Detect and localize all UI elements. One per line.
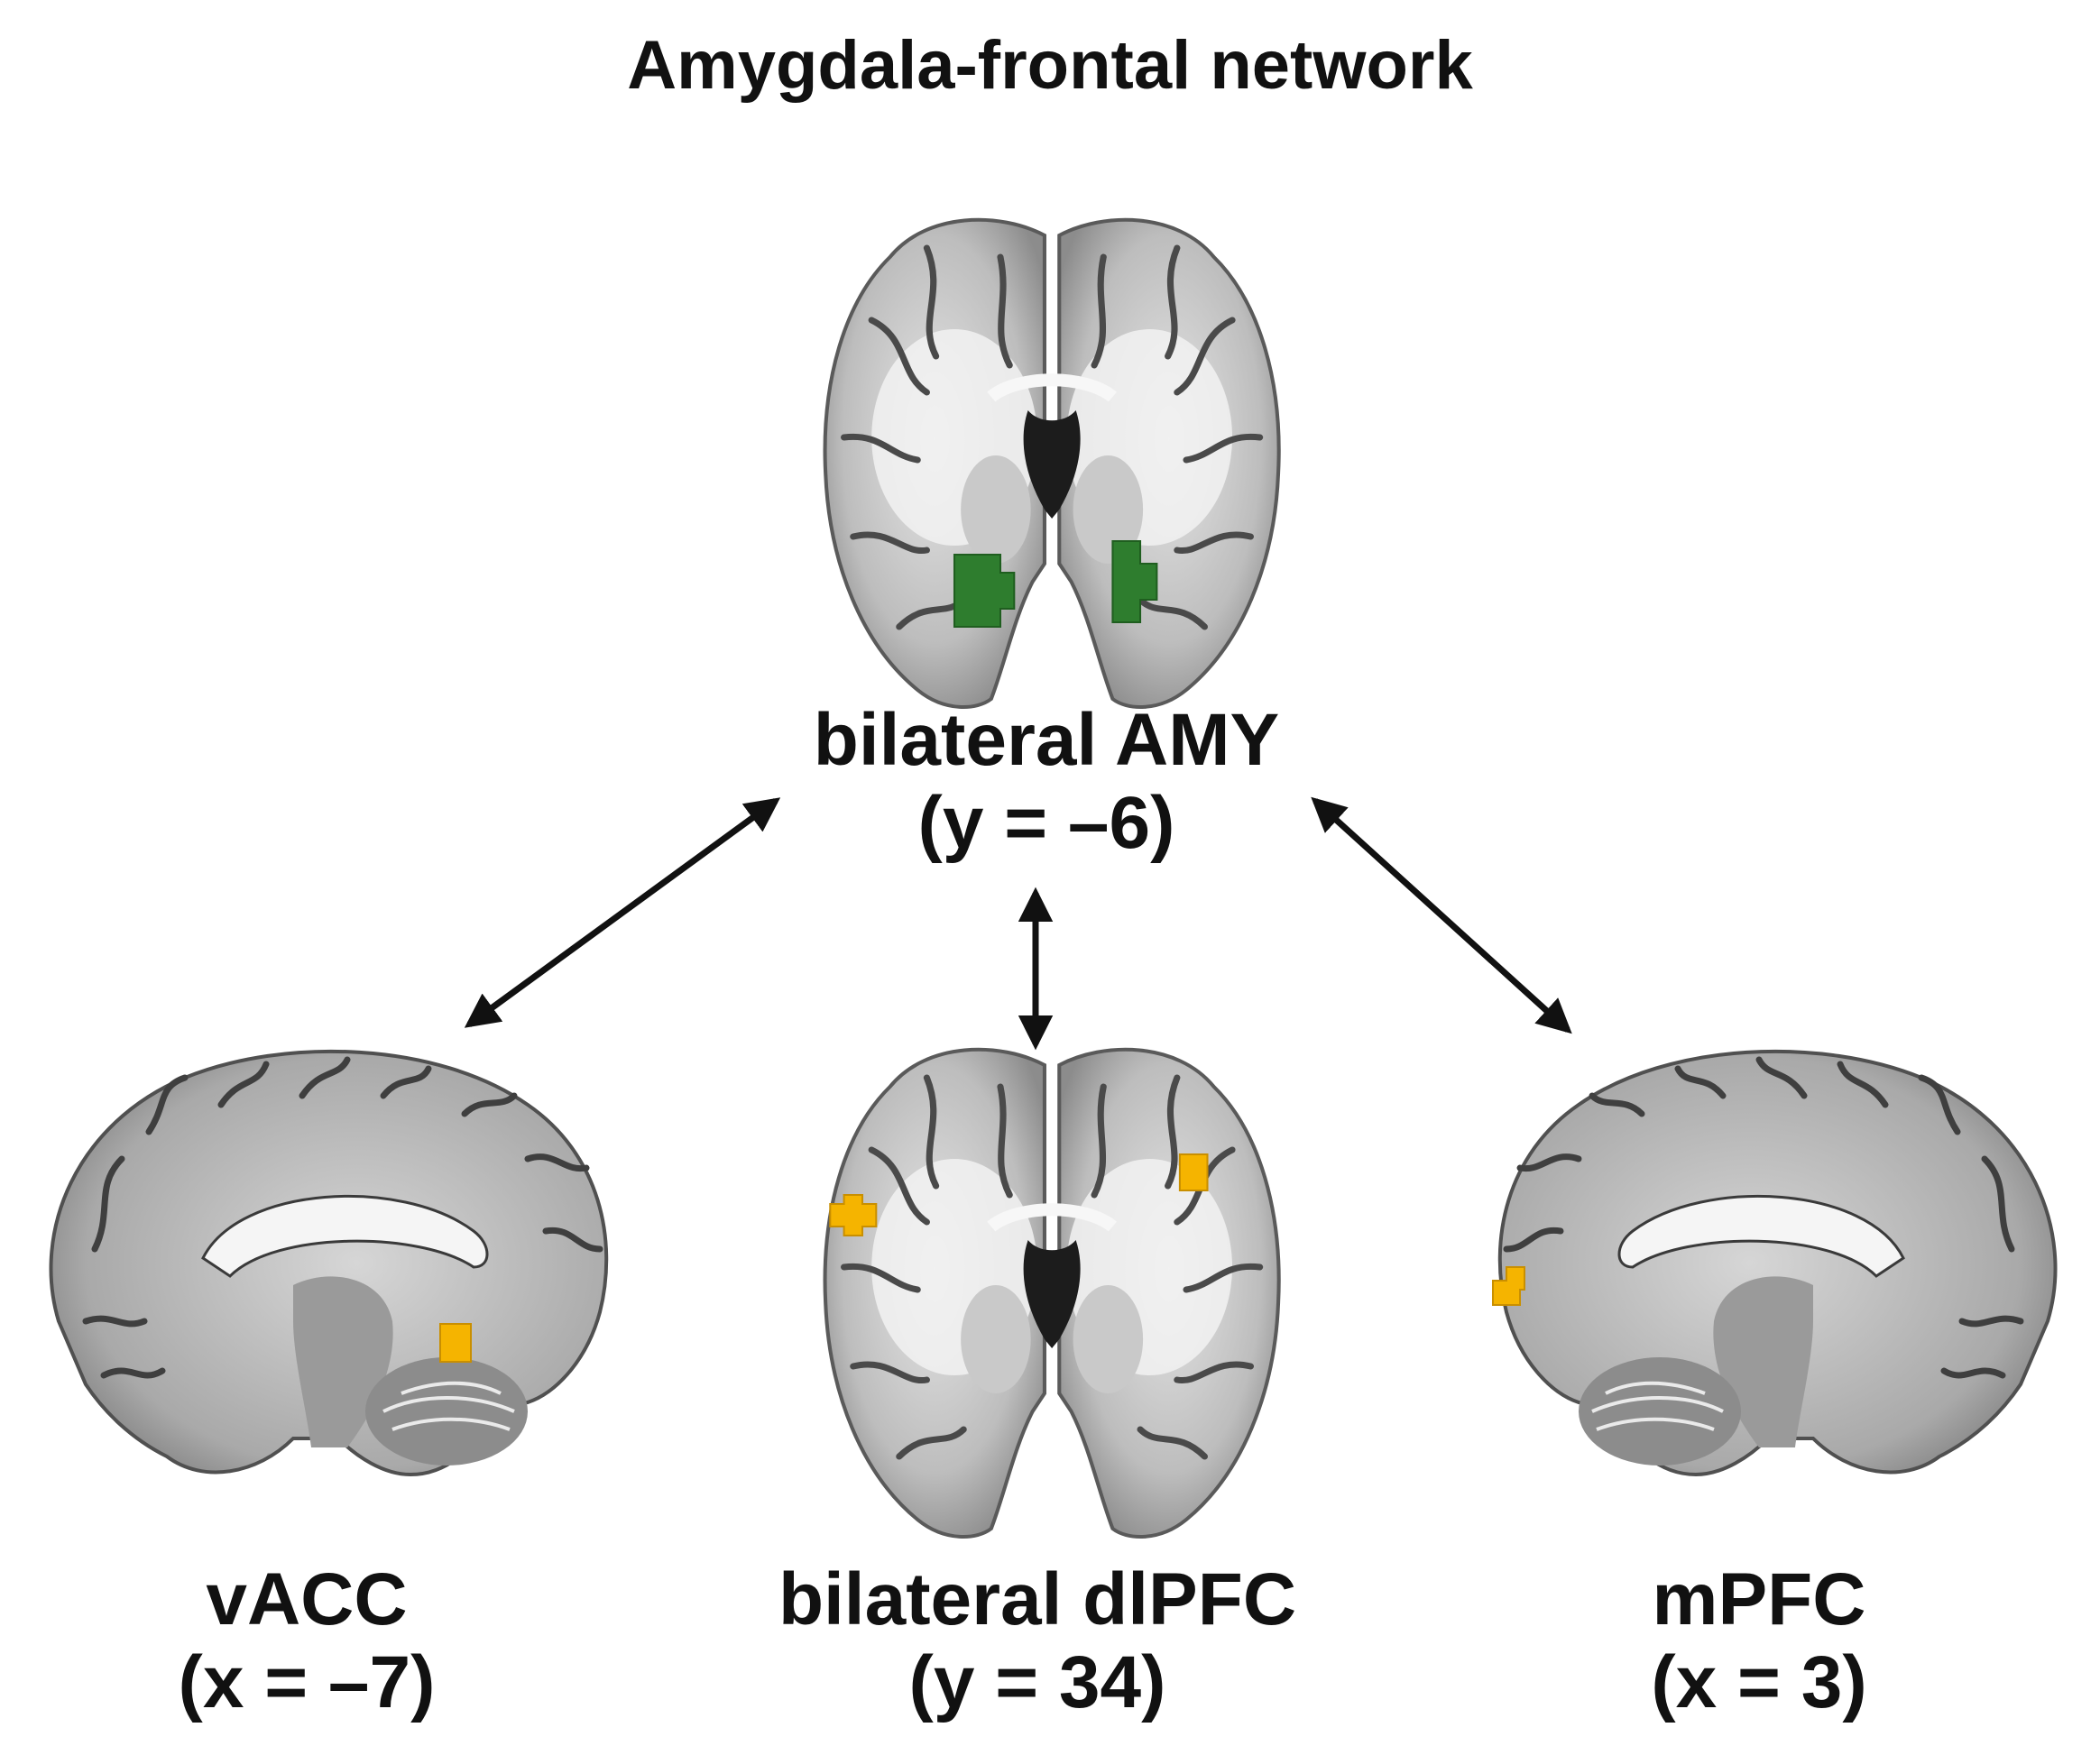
vacc-highlight — [439, 1323, 472, 1363]
edge-amy-vacc-arrow — [464, 797, 781, 1028]
node-dlpfc-name: bilateral dlPFC — [778, 1558, 1297, 1640]
dlpfc-brain-slice — [825, 1050, 1279, 1537]
amy-right-highlight — [1111, 540, 1158, 623]
mpfc-brain-slice — [1492, 1052, 2056, 1475]
mpfc-highlight — [1492, 1266, 1525, 1306]
node-mpfc-coord: (x = 3) — [1651, 1640, 1867, 1723]
amy-brain-slice — [825, 220, 1279, 707]
figure-title: Amygdala-frontal network — [627, 27, 1473, 104]
node-mpfc-name: mPFC — [1652, 1558, 1866, 1640]
dlpfc-left-highlight — [829, 1194, 878, 1236]
node-vacc-name: vACC — [206, 1558, 408, 1640]
edge-amy-mpfc-arrow — [1311, 796, 1572, 1034]
node-vacc-label: vACC (x = –7) — [36, 1558, 577, 1724]
node-mpfc-label: mPFC (x = 3) — [1488, 1558, 2030, 1724]
amy-left-highlight — [953, 554, 1016, 628]
node-dlpfc-label: bilateral dlPFC (y = 34) — [722, 1558, 1353, 1724]
node-vacc-coord: (x = –7) — [178, 1640, 436, 1723]
node-amy-label: bilateral AMY (y = –6) — [731, 699, 1362, 865]
node-dlpfc-coord: (y = 34) — [908, 1640, 1166, 1723]
dlpfc-right-highlight — [1178, 1153, 1209, 1191]
node-amy-coord: (y = –6) — [917, 781, 1175, 864]
node-amy-name: bilateral AMY — [813, 699, 1280, 781]
vacc-brain-slice — [51, 1052, 606, 1475]
